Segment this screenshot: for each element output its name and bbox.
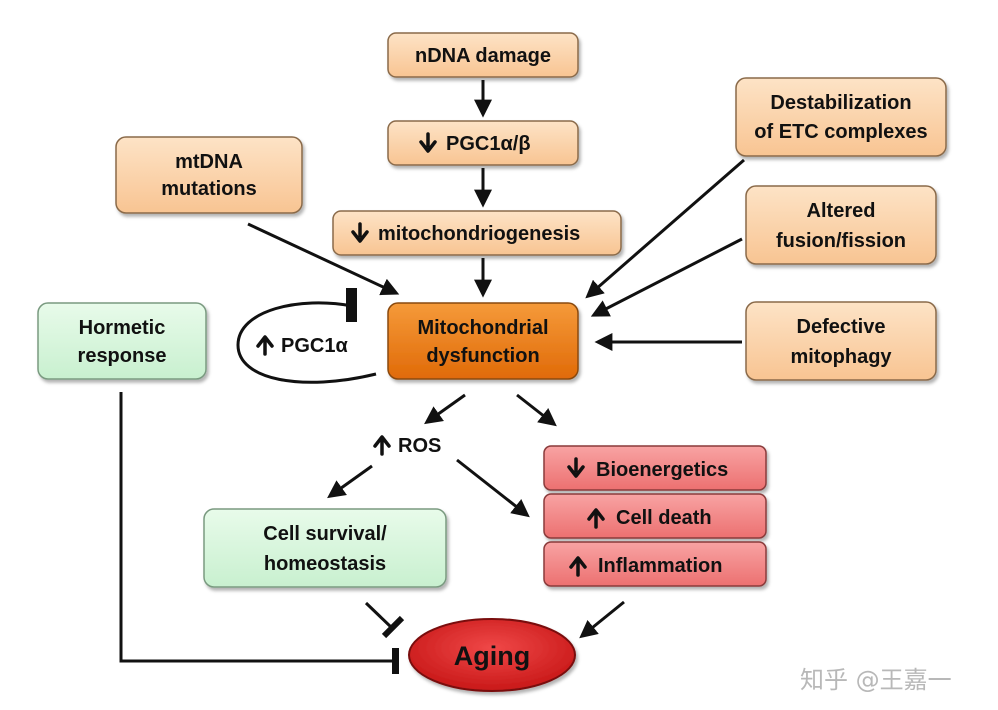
inflammation-label: Inflammation [598,555,722,577]
survival-inhibition-bar [381,615,405,639]
fusion-fission-box: Altered fusion/fission [745,185,937,265]
bioenergetics-box: Bioenergetics [543,445,767,491]
mitophagy-label-line2: mitophagy [790,346,892,368]
ndna-damage-label: nDNA damage [415,45,551,67]
pgc-loop-label: PGC1α [281,335,348,357]
ros-node: ROS [373,435,441,457]
cell-death-label: Cell death [616,507,712,529]
ros-label: ROS [398,435,441,457]
aging-label: Aging [454,641,530,671]
arrow-dysfunction-to-outcomes [516,393,557,427]
hormetic-label-line1: Hormetic [79,317,166,339]
hormetic-label-line2: response [78,345,167,367]
mitochondrial-dysfunction-box: Mitochondrial dysfunction [387,302,579,380]
survival-label-line1: Cell survival/ [263,523,387,545]
loop-inhibition-bar [346,288,357,322]
up-arrow-icon [587,508,605,529]
arrow-ros-to-cell-death [456,458,530,518]
etc-label-line2: of ETC complexes [754,121,927,143]
pgc-feedback-loop: PGC1α [236,288,377,384]
down-arrow-icon [351,222,369,243]
etc-destabilization-box: Destabilization of ETC complexes [735,77,947,157]
survival-inhibition-line [364,601,394,630]
defective-mitophagy-box: Defective mitophagy [745,301,937,381]
fusion-label-line2: fusion/fission [776,230,906,252]
cell-survival-box: Cell survival/ homeostasis [203,508,447,588]
arrow-outcomes-to-aging [579,600,625,639]
mito-label-line2: dysfunction [426,345,539,367]
mitochondriogenesis-box: mitochondriogenesis [332,210,622,256]
hormetic-inhibition-line [119,392,392,663]
pgc-down-label: PGC1α/β [446,133,531,155]
ndna-damage-box: nDNA damage [387,32,579,78]
down-arrow-icon [419,132,437,153]
arrow-dysfunction-to-ros [424,393,466,425]
fusion-label-line1: Altered [807,200,876,222]
survival-label-line2: homeostasis [264,553,386,575]
mtdna-label-line2: mutations [161,178,257,200]
arrow-ros-to-survival [327,464,373,499]
hormetic-response-box: Hormetic response [37,302,207,380]
pgc-down-box: PGC1α/β [387,120,579,166]
bioenergetics-label: Bioenergetics [596,459,728,481]
inflammation-box: Inflammation [543,541,767,587]
mtdna-mutations-box: mtDNA mutations [115,136,303,214]
mtdna-label-line1: mtDNA [175,151,243,173]
up-arrow-icon [256,335,274,356]
up-arrow-icon [569,556,587,577]
etc-label-line1: Destabilization [770,92,911,114]
aging-oval: Aging [408,618,576,692]
up-arrow-icon [373,435,391,456]
arrow-mtdna-to-dysfunction [247,222,400,296]
arrow-etc-to-dysfunction [585,158,745,299]
mitophagy-label-line1: Defective [797,316,886,338]
cell-death-box: Cell death [543,493,767,539]
hormetic-inhibition-bar [392,648,399,674]
mito-label-line1: Mitochondrial [417,317,548,339]
down-arrow-icon [567,457,585,478]
watermark: 知乎 @王嘉一 [800,666,952,694]
mitochondriogenesis-label: mitochondriogenesis [378,223,580,245]
arrow-fusion-to-dysfunction [590,237,743,317]
